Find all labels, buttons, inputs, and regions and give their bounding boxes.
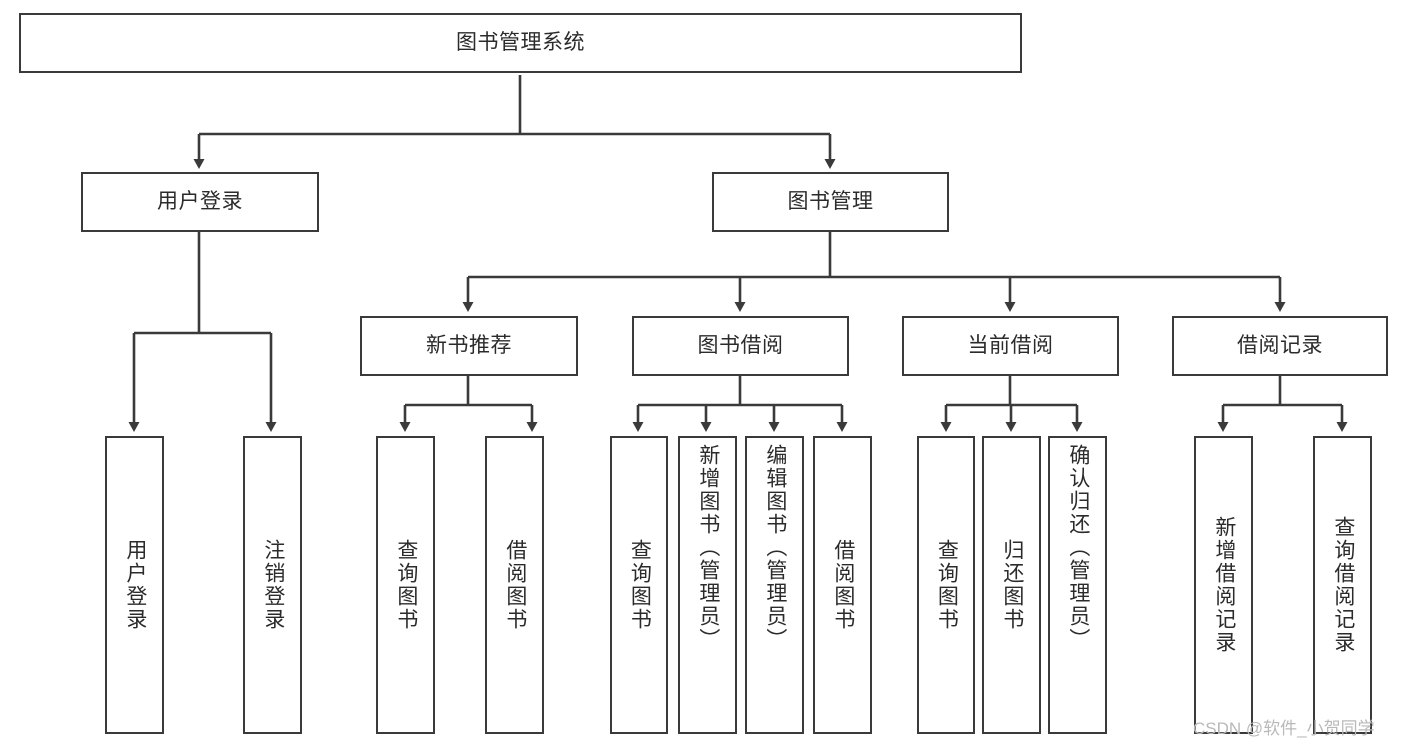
leaf-user-login[interactable]: 用户登录 <box>105 436 164 734</box>
leaf-confirm-return[interactable]: 确认归还（管理员） <box>1048 436 1107 734</box>
leaf-add-book-label: 新增图书（管理员） <box>696 444 720 651</box>
node-current-borrow-label: 当前借阅 <box>967 333 1054 357</box>
leaf-query-record-label: 查询借阅记录 <box>1331 516 1355 654</box>
leaf-query-book-2-label: 查询图书 <box>628 539 652 631</box>
leaf-add-record-label: 新增借阅记录 <box>1212 516 1236 654</box>
node-current-borrow[interactable]: 当前借阅 <box>902 316 1119 376</box>
leaf-return-book[interactable]: 归还图书 <box>982 436 1041 734</box>
leaf-borrow-book-2-label: 借阅图书 <box>831 539 855 631</box>
leaf-query-book-1-label: 查询图书 <box>394 539 418 631</box>
leaf-query-record[interactable]: 查询借阅记录 <box>1313 436 1372 734</box>
node-user-login-label: 用户登录 <box>157 189 243 213</box>
leaf-borrow-book-2[interactable]: 借阅图书 <box>813 436 872 734</box>
leaf-query-book-3[interactable]: 查询图书 <box>917 436 975 734</box>
node-new-book-rec-label: 新书推荐 <box>426 333 512 357</box>
leaf-add-record[interactable]: 新增借阅记录 <box>1194 436 1253 734</box>
leaf-user-logout[interactable]: 注销登录 <box>243 436 302 734</box>
node-root-label: 图书管理系统 <box>456 30 585 54</box>
node-book-manage[interactable]: 图书管理 <box>712 172 949 232</box>
leaf-edit-book-label: 编辑图书（管理员） <box>763 444 787 651</box>
node-borrow-record-label: 借阅记录 <box>1237 333 1323 357</box>
node-new-book-rec[interactable]: 新书推荐 <box>360 316 578 376</box>
leaf-borrow-book-1-label: 借阅图书 <box>503 539 527 631</box>
node-root[interactable]: 图书管理系统 <box>19 13 1022 73</box>
leaf-query-book-2[interactable]: 查询图书 <box>610 436 668 734</box>
node-book-borrow-label: 图书借阅 <box>697 333 784 357</box>
node-book-borrow[interactable]: 图书借阅 <box>632 316 849 376</box>
node-borrow-record[interactable]: 借阅记录 <box>1172 316 1388 376</box>
leaf-user-logout-label: 注销登录 <box>261 539 285 631</box>
node-user-login[interactable]: 用户登录 <box>81 172 319 232</box>
leaf-user-login-label: 用户登录 <box>123 539 147 631</box>
leaf-edit-book[interactable]: 编辑图书（管理员） <box>745 436 804 734</box>
leaf-add-book[interactable]: 新增图书（管理员） <box>678 436 737 734</box>
leaf-confirm-return-label: 确认归还（管理员） <box>1066 444 1090 651</box>
leaf-query-book-1[interactable]: 查询图书 <box>376 436 435 734</box>
leaf-query-book-3-label: 查询图书 <box>935 539 959 631</box>
leaf-return-book-label: 归还图书 <box>1000 539 1024 631</box>
watermark-text: CSDN @软件_小贺同学 <box>1193 719 1375 738</box>
node-book-manage-label: 图书管理 <box>787 189 874 213</box>
leaf-borrow-book-1[interactable]: 借阅图书 <box>485 436 544 734</box>
